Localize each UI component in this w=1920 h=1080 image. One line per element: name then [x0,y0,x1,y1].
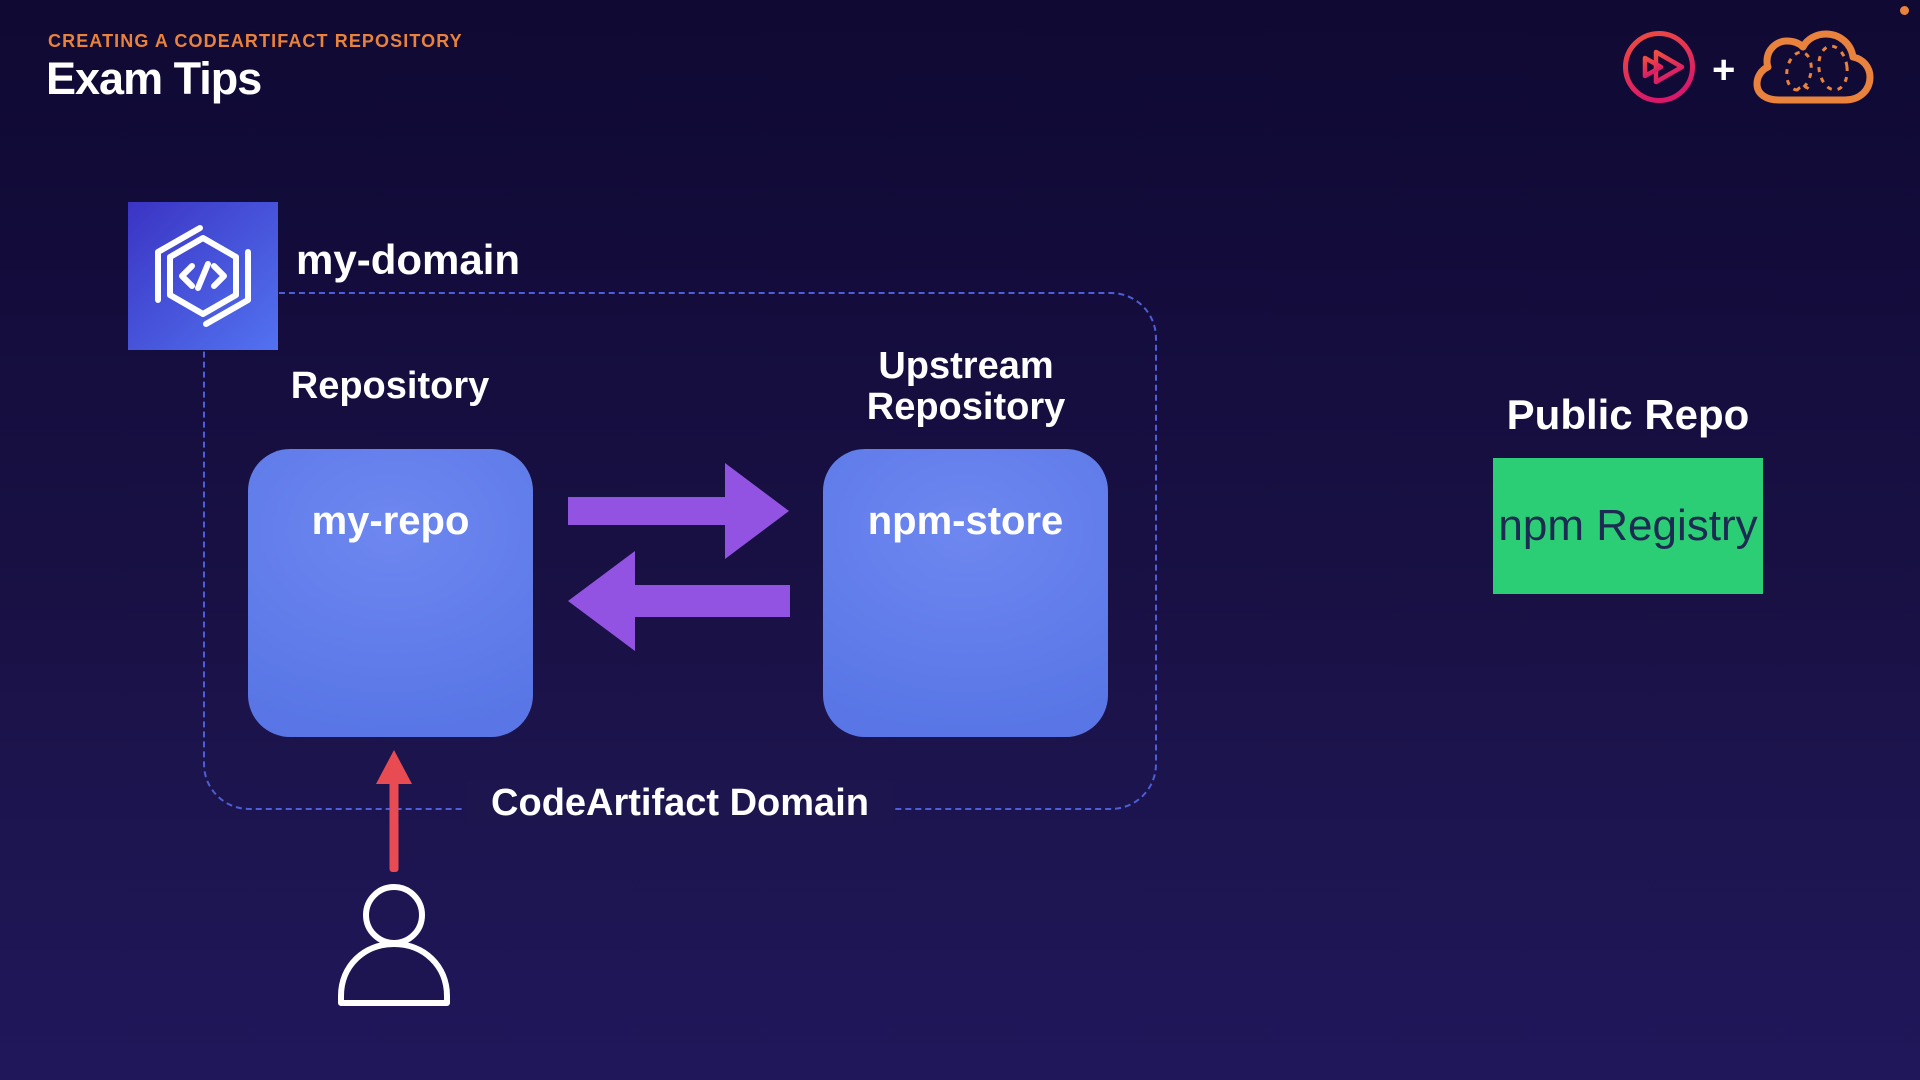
domain-name-label: my-domain [296,236,521,283]
corner-dot [1900,6,1909,15]
npm-store-name: npm-store [867,499,1064,543]
npm-registry-node: npm Registry [1493,458,1763,594]
lesson-eyebrow: CREATING A CODEARTIFACT REPOSITORY [48,31,463,51]
pluralsight-logo-icon [1623,31,1695,103]
my-repo-node: my-repo [248,449,533,737]
npm-registry-name: npm Registry [1498,501,1758,550]
upstream-repository-label: Upstream Repository [866,345,1066,428]
user-access-arrow-icon [376,750,412,872]
my-repo-name: my-repo [311,499,470,543]
user-icon [338,884,450,1006]
public-repo-label: Public Repo [1506,391,1750,438]
sync-arrows-icon [568,463,790,651]
cloud-logo-icon [1753,30,1874,104]
npm-store-node: npm-store [823,449,1108,737]
codeartifact-domain-label: CodeArtifact Domain [465,781,895,825]
page-title: Exam Tips [46,53,262,104]
repository-label: Repository [290,365,490,407]
codeartifact-icon [128,202,278,350]
plus-sign: + [1712,48,1736,92]
